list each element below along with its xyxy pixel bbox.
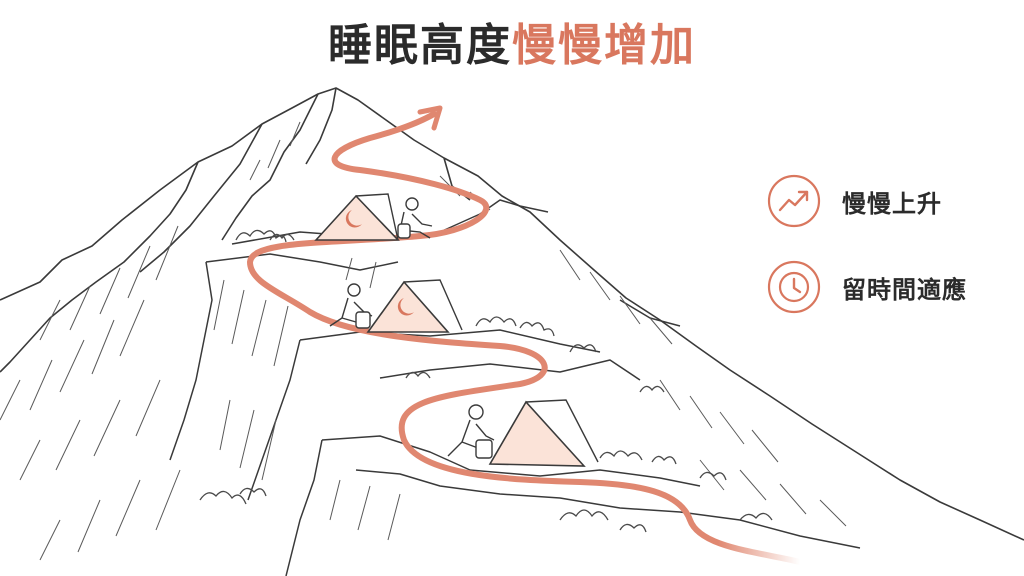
hiker-middle — [329, 283, 373, 329]
page-title: 睡眠高度慢慢增加 — [0, 18, 1024, 74]
legend: 慢慢上升 留時間適應 — [766, 172, 967, 344]
legend-item-rise: 慢慢上升 — [766, 172, 967, 230]
trend-up-icon — [767, 174, 821, 228]
title-part-accent: 慢慢增加 — [512, 20, 696, 71]
hiker-top — [397, 197, 433, 239]
tent-bottom — [488, 399, 599, 467]
hiker-bottom — [447, 404, 495, 459]
title-part-dark: 睡眠高度 — [328, 20, 512, 71]
shrubs — [199, 229, 773, 533]
tent-middle — [366, 279, 463, 333]
legend-item-time: 留時間適應 — [766, 258, 967, 316]
legend-label-rise: 慢慢上升 — [842, 189, 942, 218]
ascent-route — [246, 111, 803, 565]
mountain-outline — [0, 87, 1024, 541]
clock-icon — [767, 260, 821, 314]
route-arrowhead — [417, 105, 443, 131]
tent-top — [314, 193, 400, 241]
legend-label-time: 留時間適應 — [842, 275, 967, 304]
